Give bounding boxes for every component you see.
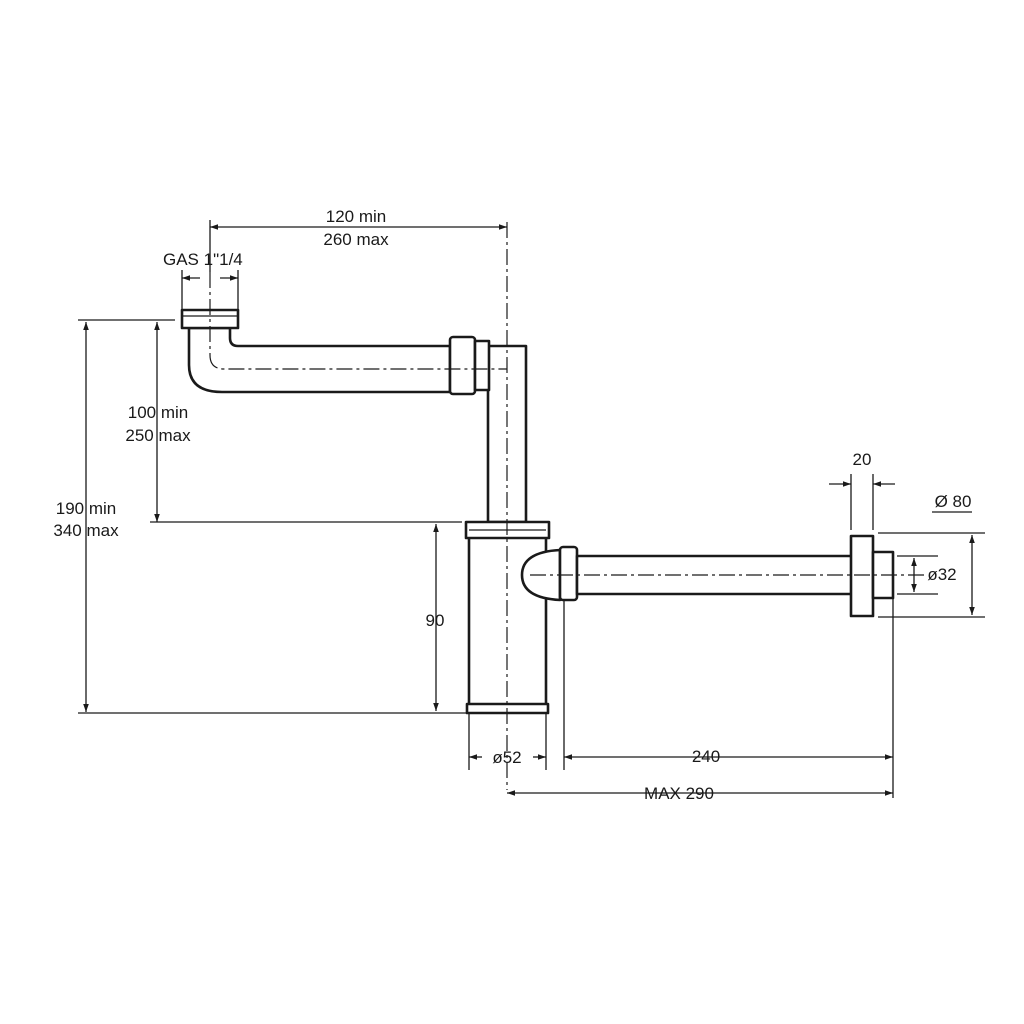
dimension-labels: GAS 1"1/4 120 min 260 max 100 min 250 ma… xyxy=(53,207,971,803)
outlet-length-label: 240 xyxy=(692,747,720,766)
flange-thickness-label: 20 xyxy=(853,450,872,469)
flange-diameter-label: Ø 80 xyxy=(935,492,972,511)
total-height-min-label: 190 min xyxy=(56,499,116,518)
gas-thread-label: GAS 1"1/4 xyxy=(163,250,243,269)
bottle-height-label: 90 xyxy=(426,611,445,630)
rise-min-label: 100 min xyxy=(128,403,188,422)
centre-lines xyxy=(209,222,925,790)
inlet-elbow xyxy=(187,326,452,394)
bottle-diameter-label: ø52 xyxy=(492,748,521,767)
total-height-max-label: 340 max xyxy=(53,521,119,540)
dimensions xyxy=(78,220,985,798)
rise-max-label: 250 max xyxy=(125,426,191,445)
horizontal-min-label: 120 min xyxy=(326,207,386,226)
outlet-nut xyxy=(558,545,579,602)
coupling-nut xyxy=(448,335,477,396)
horizontal-max-label: 260 max xyxy=(323,230,389,249)
wall-flange xyxy=(849,534,875,618)
elbow-centre-line xyxy=(209,354,507,370)
max-length-label: MAX 290 xyxy=(644,784,714,803)
outlet-diameter-label: ø32 xyxy=(927,565,956,584)
coupling-nut-collar xyxy=(473,339,491,392)
trap-assembly xyxy=(180,308,895,715)
